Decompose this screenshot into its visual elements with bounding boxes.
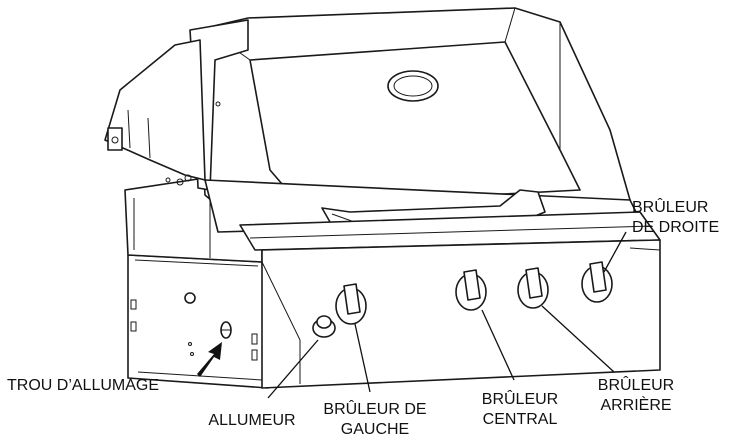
label-right-burner-line-2: DE DROITE [632,219,720,236]
leader-lines [267,231,627,399]
knob-rear [517,267,549,309]
lid-thermometer [387,70,439,102]
ignition-hole-arrow [197,342,222,377]
label-ignition-hole: TROU D’ALLUMAGE [7,376,159,396]
label-ignition-hole-line-1: TROU D’ALLUMAGE [7,377,160,394]
label-rear-burner-line-1: BRÛLEUR [597,377,675,394]
label-right-burner: BRÛLEUR DE DROITE [632,198,719,238]
knob-right [581,261,613,303]
label-left-burner: BRÛLEUR DE GAUCHE [320,400,430,440]
label-igniter: ALLUMEUR [198,411,306,431]
firebox [239,211,661,251]
label-center-burner: BRÛLEUR CENTRAL [472,390,568,430]
knob-left [335,283,367,325]
label-center-burner-line-2: CENTRAL [482,411,558,428]
grill-lid [189,7,641,233]
label-igniter-line-1: ALLUMEUR [208,412,296,429]
label-left-burner-line-2: GAUCHE [340,421,410,438]
left-side-bracket [127,254,269,389]
knob-center [455,269,487,311]
igniter-button [312,315,336,338]
hinge-arm [104,39,206,186]
label-rear-burner-line-2: ARRIÈRE [600,397,672,414]
label-rear-burner: BRÛLEUR ARRIÈRE [588,376,684,416]
label-right-burner-line-1: BRÛLEUR [632,199,709,216]
label-center-burner-line-1: BRÛLEUR [481,391,559,408]
label-left-burner-line-1: BRÛLEUR DE [323,401,427,418]
